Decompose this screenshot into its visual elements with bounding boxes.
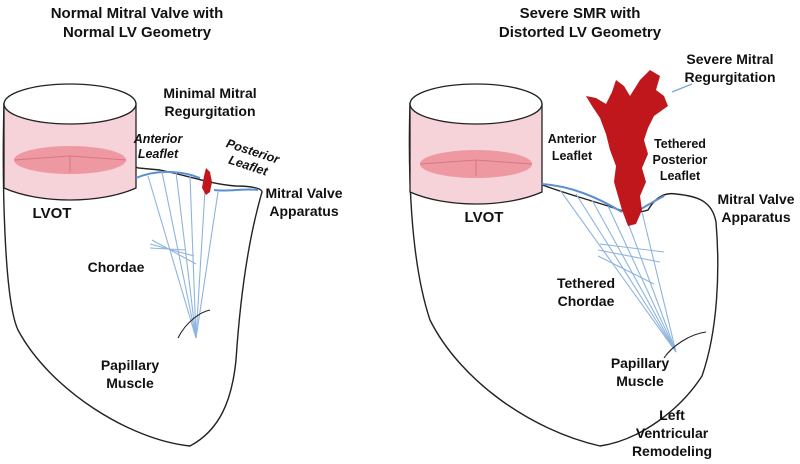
left-papillary-line1: Papillary (101, 357, 160, 373)
left-panel: Normal Mitral Valve with Normal LV Geome… (2, 5, 343, 447)
left-title-line2: Normal LV Geometry (63, 24, 212, 41)
left-anterior-line1: Anterior (133, 132, 184, 146)
left-regurg-line2: Regurgitation (165, 103, 256, 119)
right-posterior-line3: Leaflet (660, 169, 701, 183)
left-chordae-label: Chordae (88, 259, 145, 275)
left-papillary-muscle (177, 309, 211, 339)
right-chordae-line2: Chordae (558, 293, 615, 309)
right-regurgitation-jet (586, 70, 668, 226)
right-title-line1: Severe SMR with (520, 5, 641, 22)
left-posterior-leaflet (213, 188, 259, 192)
left-title-line1: Normal Mitral Valve with (51, 5, 224, 22)
right-anterior-line2: Leaflet (552, 149, 593, 163)
right-panel: Severe SMR with Distorted LV Geometry Se… (408, 5, 795, 459)
left-anterior-leaflet (135, 170, 201, 179)
left-lvot-cylinder (3, 83, 137, 201)
right-regurg-line2: Regurgitation (685, 69, 776, 85)
right-papillary-muscle (663, 331, 707, 359)
right-lvot-label: LVOT (465, 209, 504, 226)
left-regurgitation-jet (202, 168, 212, 195)
right-apparatus-line1: Mitral Valve (717, 191, 794, 207)
left-apparatus-line1: Mitral Valve (265, 185, 342, 201)
right-papillary-line2: Muscle (616, 373, 664, 389)
right-posterior-line1: Tethered (654, 137, 706, 151)
right-title-line2: Distorted LV Geometry (499, 24, 662, 41)
left-lvot-label: LVOT (33, 205, 72, 222)
right-remodel-line1: Left (659, 407, 685, 423)
right-lvot-cylinder (409, 83, 543, 205)
right-anterior-line1: Anterior (548, 132, 597, 146)
right-remodel-line3: Remodeling (632, 443, 712, 459)
right-anterior-leaflet (541, 183, 623, 213)
left-anterior-line2: Leaflet (138, 147, 179, 161)
right-regurg-line1: Severe Mitral (686, 51, 773, 67)
right-posterior-line2: Posterior (653, 153, 708, 167)
left-apparatus-line2: Apparatus (269, 203, 338, 219)
right-remodel-line2: Ventricular (636, 425, 709, 441)
left-papillary-line2: Muscle (106, 375, 154, 391)
right-chordae-line1: Tethered (557, 275, 615, 291)
right-papillary-line1: Papillary (611, 355, 670, 371)
right-chordae-lines (559, 189, 677, 353)
right-regurg-arrow (671, 83, 693, 93)
right-apparatus-line2: Apparatus (721, 209, 790, 225)
left-regurg-line1: Minimal Mitral (163, 85, 256, 101)
